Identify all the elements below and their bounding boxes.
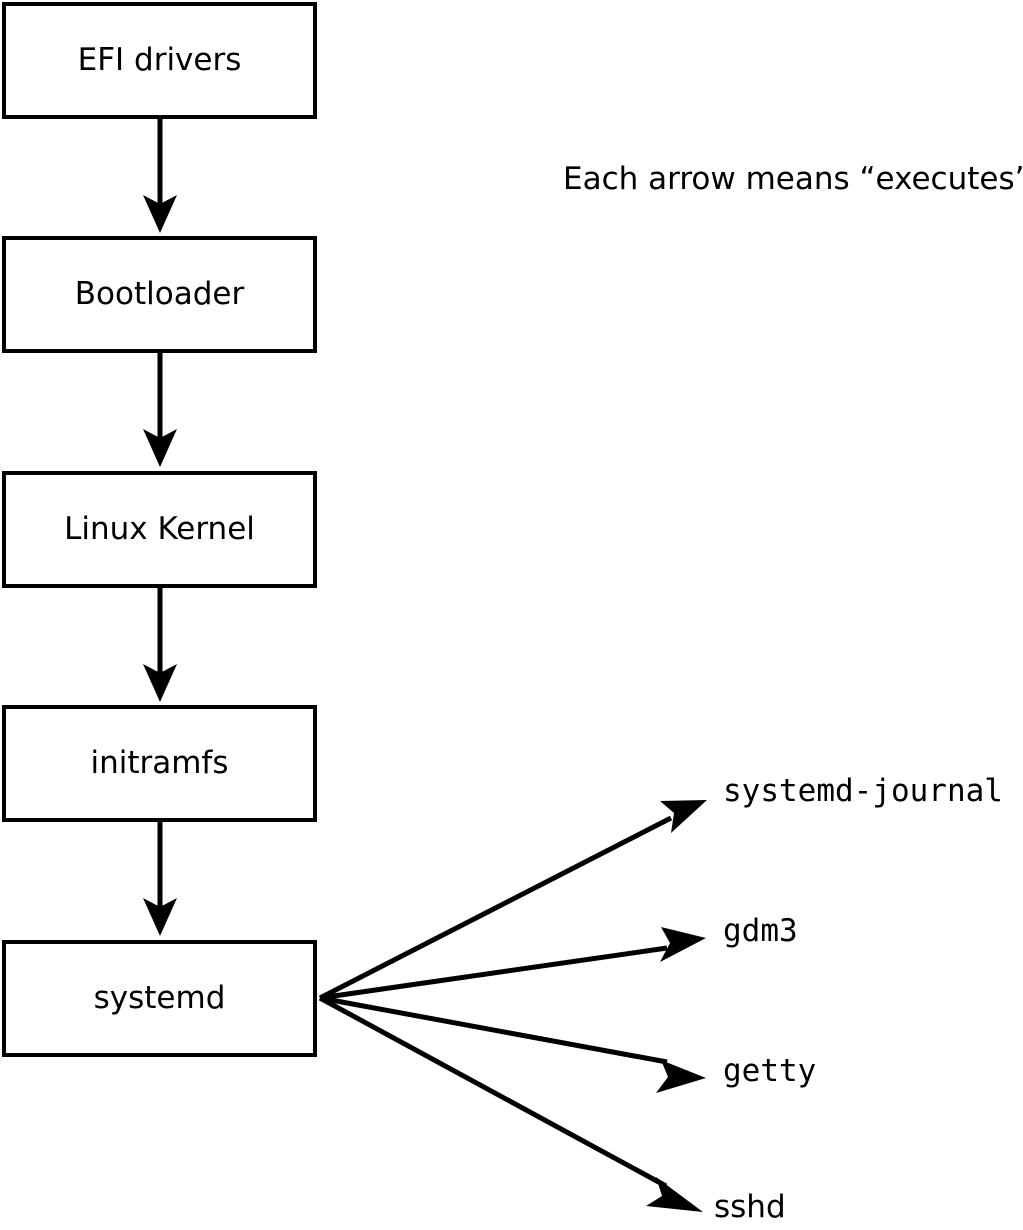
arrow-systemd-to-getty — [319, 995, 706, 1093]
arrow-systemd-to-sshd — [318, 995, 703, 1212]
stage-label-initramfs: initramfs — [90, 745, 229, 781]
stage-box-bootloader: Bootloader — [2, 236, 317, 353]
service-label-gdm3: gdm3 — [723, 913, 798, 949]
arrow-linux-kernel-to-initramfs — [143, 588, 177, 702]
stage-label-efi-drivers: EFI drivers — [77, 42, 242, 78]
service-label-systemd-journal: systemd-journal — [723, 773, 1003, 809]
stage-box-systemd: systemd — [2, 940, 317, 1057]
stage-box-linux-kernel: Linux Kernel — [2, 471, 317, 588]
service-label-sshd: sshd — [714, 1189, 786, 1225]
stage-label-linux-kernel: Linux Kernel — [64, 511, 255, 547]
arrow-bootloader-to-linux-kernel — [143, 353, 177, 467]
stage-box-initramfs: initramfs — [2, 705, 317, 822]
stage-label-bootloader: Bootloader — [74, 276, 245, 312]
arrow-systemd-to-systemd-journal — [318, 800, 707, 1001]
arrow-initramfs-to-systemd — [143, 822, 177, 936]
arrow-efi-drivers-to-bootloader — [143, 119, 177, 233]
stage-box-efi-drivers: EFI drivers — [2, 2, 317, 119]
service-label-getty: getty — [723, 1053, 817, 1089]
arrow-systemd-to-gdm3 — [319, 927, 706, 1001]
caption-text: Each arrow means “executes”. — [563, 161, 1023, 197]
stage-label-systemd: systemd — [93, 980, 226, 1016]
